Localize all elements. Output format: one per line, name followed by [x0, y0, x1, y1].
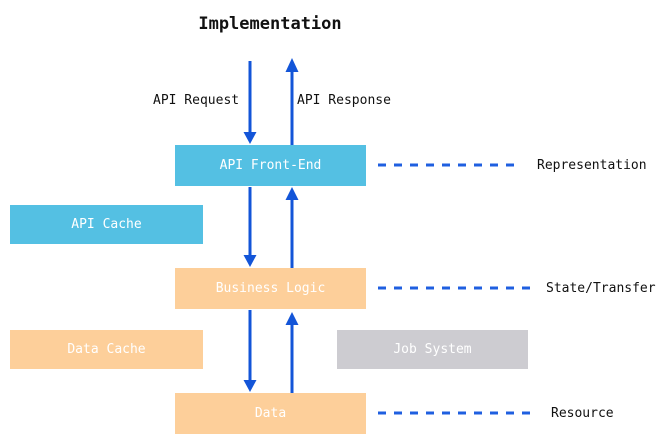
node-api-front-end[interactable]: API Front-End: [175, 145, 366, 186]
arrow-data-to-business-logic: [285, 312, 299, 393]
node-api-front-end-label: API Front-End: [219, 158, 322, 173]
node-data-cache[interactable]: Data Cache: [10, 330, 203, 369]
node-job-system-label: Job System: [393, 342, 472, 357]
layer-label-resource: Resource: [551, 406, 614, 421]
node-business-logic[interactable]: Business Logic: [175, 268, 366, 309]
node-data[interactable]: Data: [175, 393, 366, 434]
arrow-business-logic-to-front-end: [285, 187, 299, 268]
layer-label-representation: Representation: [537, 158, 647, 173]
page-title: Implementation: [198, 14, 342, 34]
arrow-front-end-to-business-logic: [243, 187, 257, 267]
node-job-system[interactable]: Job System: [337, 330, 528, 369]
layer-label-state-transfer: State/Transfer: [546, 281, 656, 296]
node-api-cache[interactable]: API Cache: [10, 205, 203, 244]
node-data-label: Data: [254, 406, 287, 421]
node-api-cache-label: API Cache: [71, 217, 142, 232]
node-data-cache-label: Data Cache: [67, 342, 146, 357]
arrow-request-into-front-end: [243, 61, 257, 144]
edge-label-api-request: API Request: [153, 93, 240, 108]
node-business-logic-label: Business Logic: [215, 281, 326, 296]
edge-label-api-response: API Response: [297, 93, 391, 108]
arrow-business-logic-to-data: [243, 310, 257, 392]
